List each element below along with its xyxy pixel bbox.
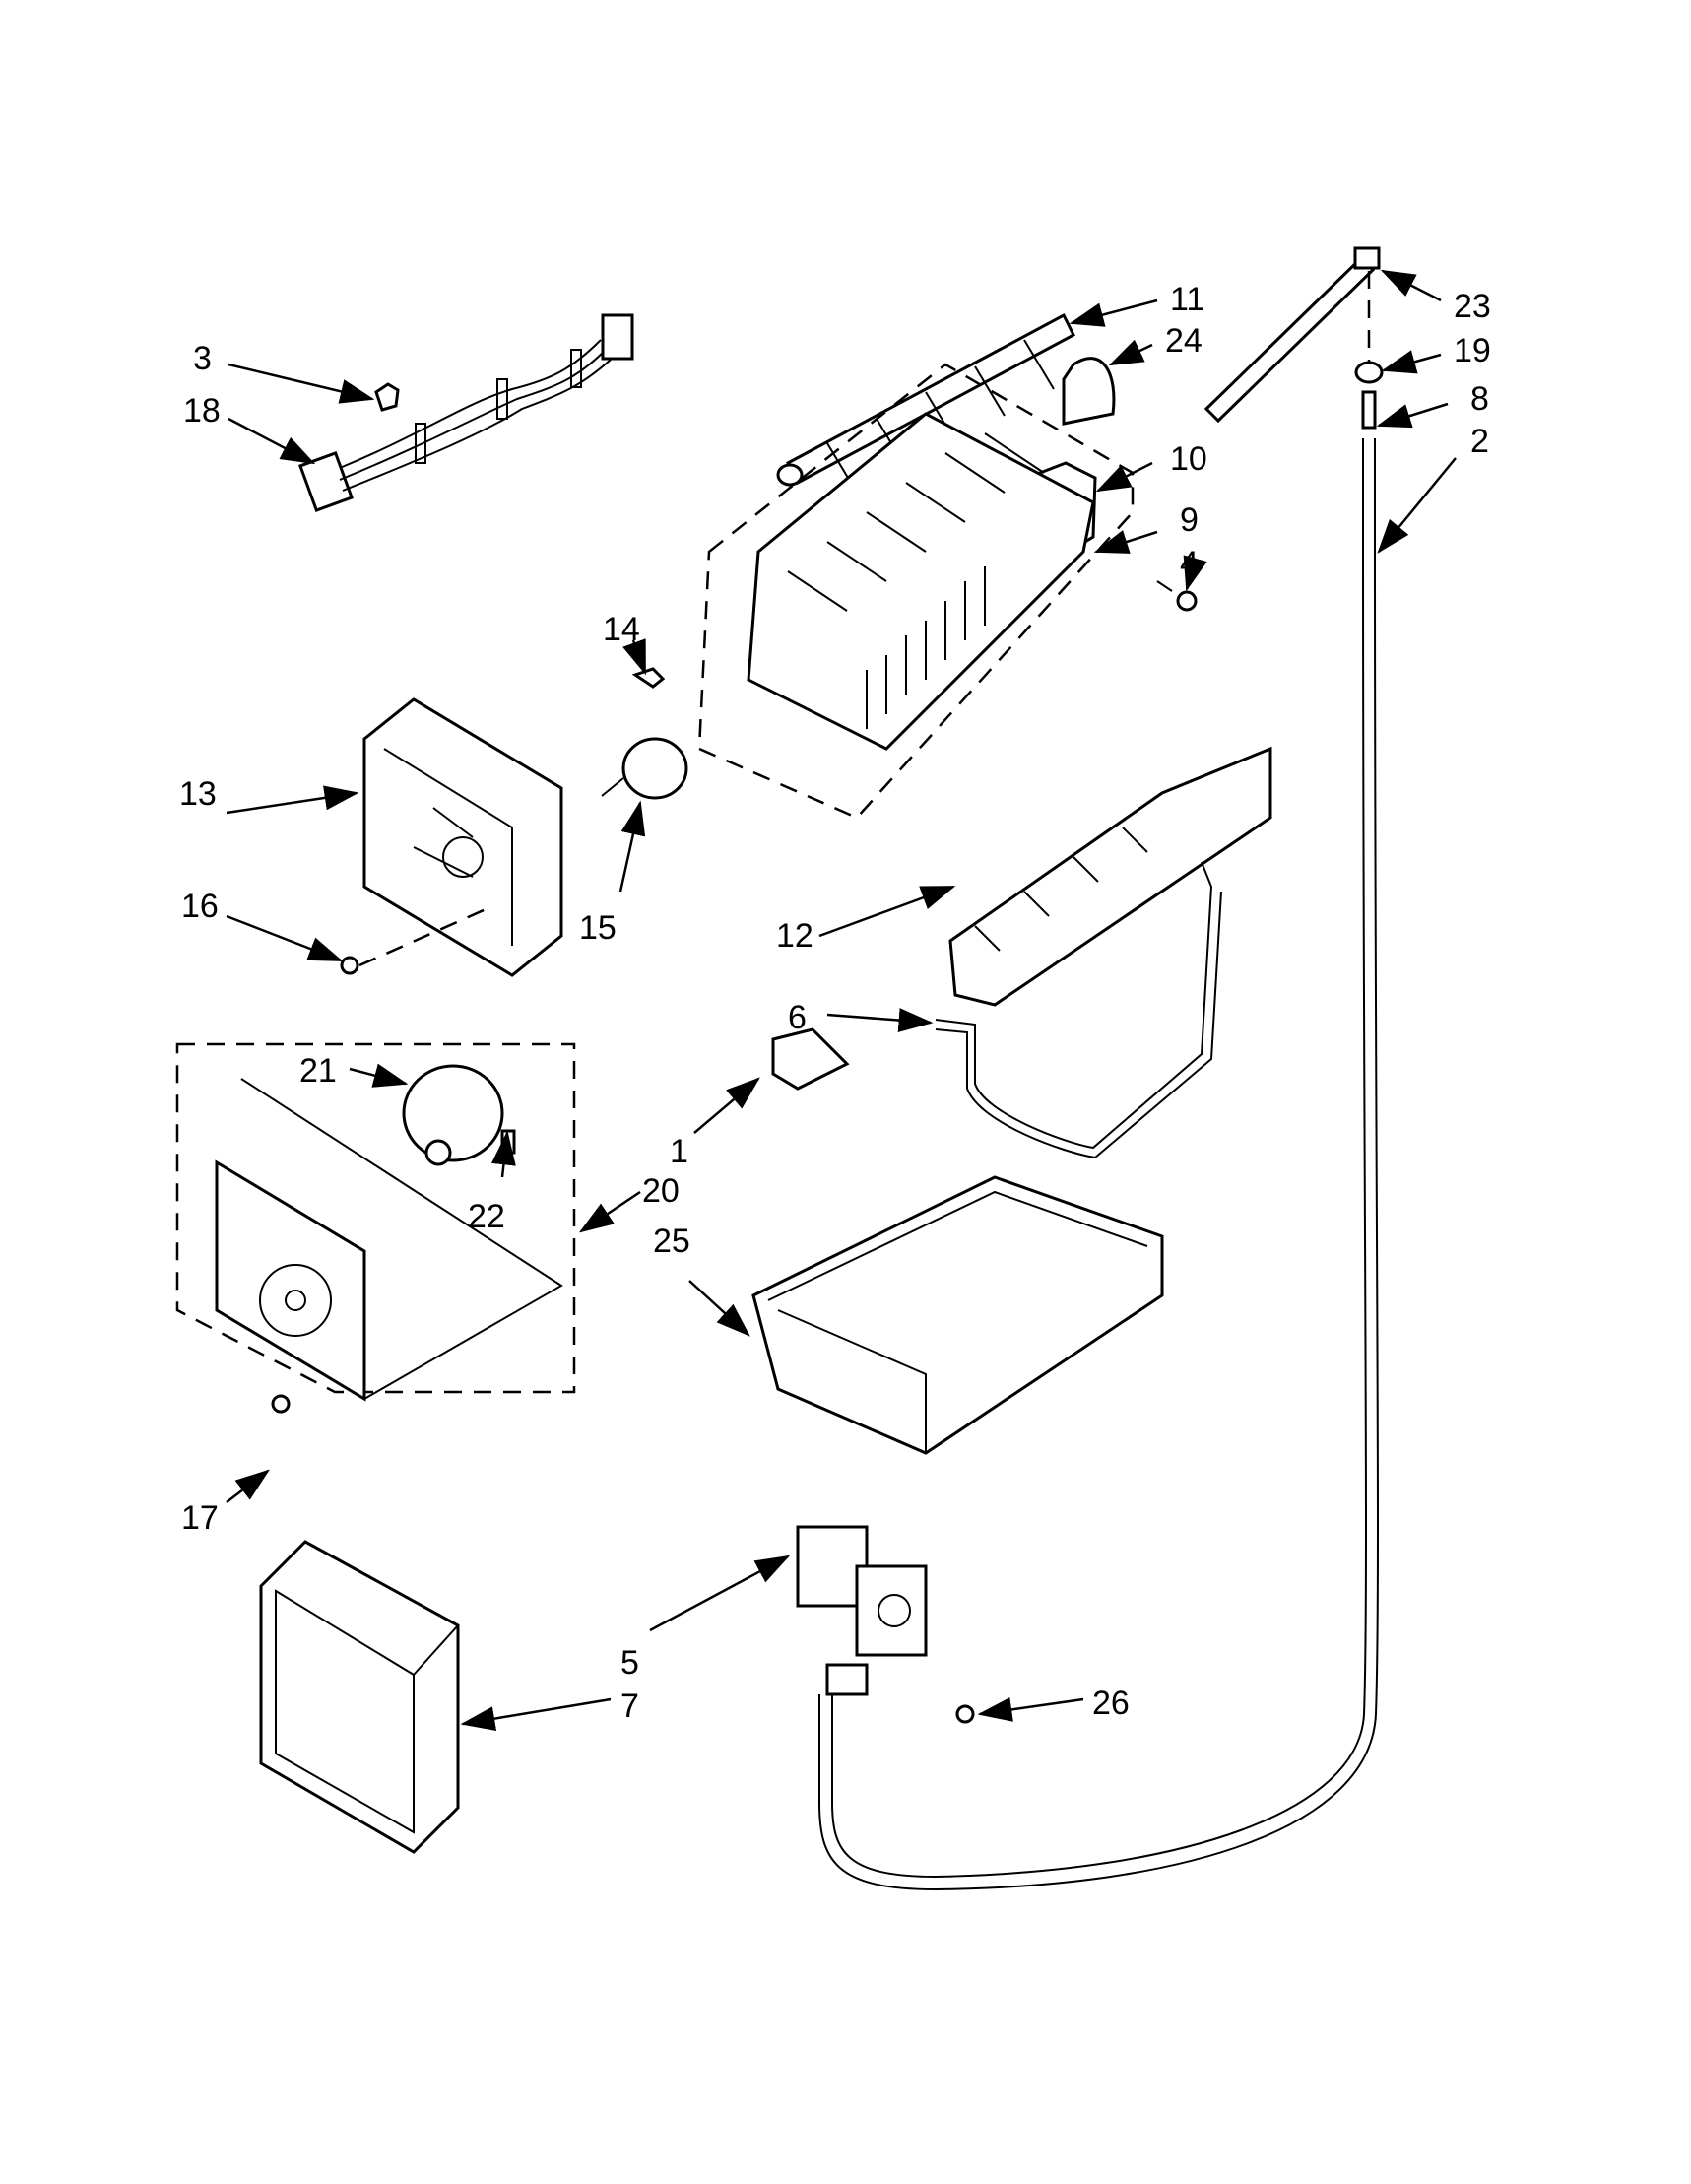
callout-16: 16 [181,888,219,925]
callout-18: 18 [183,392,221,430]
motor-module-outline [175,1042,576,1394]
screw-part [1156,580,1198,612]
callout-7: 7 [620,1688,639,1725]
callout-leaders [226,269,1457,1731]
callout-labels: 3 18 11 24 10 9 4 23 19 8 2 14 13 15 16 … [179,281,1491,1725]
callout-5: 5 [620,1644,639,1682]
callout-12: 12 [776,917,813,955]
callout-23: 23 [1454,288,1491,325]
tube-insert-part [1361,390,1377,430]
module-plate-part [215,1078,563,1402]
callout-15: 15 [579,909,617,947]
callout-19: 19 [1454,332,1491,369]
ejector-part [776,312,1075,494]
harness-clip-part [374,382,400,412]
grommet-part [1354,361,1384,384]
motor-part [402,1064,504,1166]
water-tube-part [831,438,1367,1879]
bracket-part [771,1027,850,1091]
callout-22: 22 [468,1198,505,1235]
screw-17-part [271,1394,291,1414]
callout-2: 2 [1470,423,1489,460]
callout-4: 4 [1180,545,1199,582]
screw-16-part [340,956,359,975]
callout-26: 26 [1092,1685,1130,1722]
wire-harness-part [298,313,634,512]
shutoff-arm-part [935,861,1213,1150]
module-housing-part [362,697,563,977]
callout-21: 21 [299,1052,337,1090]
assembly-line [358,904,493,967]
callout-13: 13 [179,775,217,813]
callout-6: 6 [788,999,807,1036]
callout-9: 9 [1180,501,1199,539]
callout-11: 11 [1170,281,1204,318]
callout-1: 1 [670,1133,688,1170]
thermostat-part [601,737,688,800]
callout-3: 3 [193,340,212,377]
thermostat-clip-part [631,667,666,689]
callout-17: 17 [181,1499,219,1537]
cover-part [1062,357,1116,426]
fill-tube-part [1203,246,1381,424]
callout-25: 25 [653,1223,690,1260]
callout-8: 8 [1470,380,1489,418]
callout-24: 24 [1165,322,1203,360]
callout-10: 10 [1170,440,1207,478]
stripper-part [948,746,1272,1007]
ice-bucket-part [751,1175,1164,1455]
cover-7-part [259,1540,460,1854]
mold-part [697,363,1135,820]
screw-26-part [955,1704,975,1724]
water-valve-part [796,1525,928,1696]
callout-20: 20 [642,1172,680,1210]
callout-14: 14 [603,611,640,648]
